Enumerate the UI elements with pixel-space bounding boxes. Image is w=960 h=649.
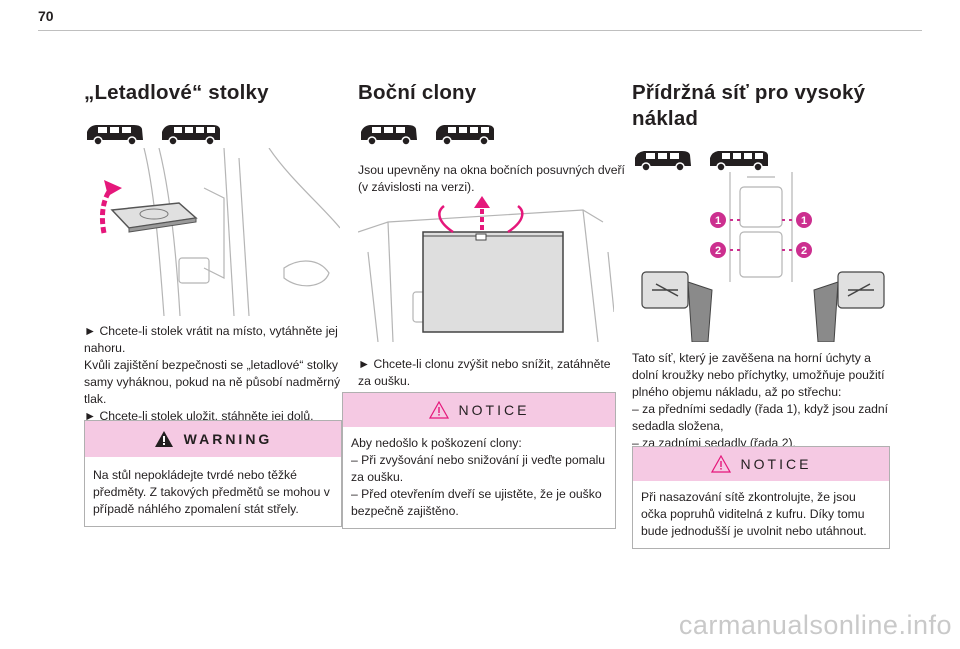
notice-box-net: NOTICE Při nasazování sítě zkontrolujte,… <box>632 446 890 549</box>
marker-1-left: 1 <box>715 215 721 227</box>
section-title-net: Přídržná síť pro vysoký náklad <box>632 81 866 130</box>
markers <box>710 212 812 258</box>
warning-title: WARNING <box>183 431 273 447</box>
section-title-tables: „Letadlové“ stolky <box>84 81 269 104</box>
notice-triangle-icon <box>710 455 731 473</box>
tables-step-raise: ► Chcete-li stolek vrátit na místo, vytá… <box>84 324 338 355</box>
van-short-icon <box>361 125 417 146</box>
watermark: carmanualsonline.info <box>678 610 952 640</box>
van-short-icon <box>635 151 691 172</box>
warning-box: WARNING Na stůl nepokládejte tvrdé nebo … <box>84 420 342 527</box>
side-blind-illustration <box>358 196 614 342</box>
notice-title: NOTICE <box>740 456 812 472</box>
section-title-blinds: Boční clony <box>358 81 477 104</box>
tables-step-stow: ► Chcete-li stolek uložit, stáhněte jej … <box>84 409 314 423</box>
marker-1-right: 1 <box>801 215 807 227</box>
warning-header: WARNING <box>85 421 341 457</box>
marker-2-left: 2 <box>715 245 721 257</box>
up-arrow-icon <box>99 186 114 234</box>
warning-triangle-icon <box>154 431 173 447</box>
column-airplane-tables: „Letadlové“ stolky <box>84 80 356 148</box>
notice-header: NOTICE <box>633 447 889 481</box>
column-cargo-net: Přídržná síť pro vysoký náklad <box>632 80 894 174</box>
curve-arrow-left-icon <box>438 205 454 234</box>
notice-header: NOTICE <box>343 393 615 427</box>
airplane-table-illustration <box>99 148 340 316</box>
column-side-blinds: Boční clony Jsou upevněny na okna bočníc… <box>358 80 630 196</box>
curve-arrow-right-icon <box>507 205 524 234</box>
vehicle-icons-2 <box>358 120 630 148</box>
tables-instructions: ► Chcete-li stolek vrátit na místo, vytá… <box>84 323 346 425</box>
van-long-icon <box>436 125 494 146</box>
vehicle-icons <box>84 120 356 148</box>
blinds-instruction: ► Chcete-li clonu zvýšit nebo snížit, za… <box>358 357 611 388</box>
van-short-icon <box>87 125 143 146</box>
notice-title: NOTICE <box>458 402 530 418</box>
net-description: Tato síť, který je zavěšena na horní úch… <box>632 351 889 450</box>
marker-2-right: 2 <box>801 245 807 257</box>
warning-text: Na stůl nepokládejte tvrdé nebo těžké př… <box>93 468 330 516</box>
header-rule <box>38 30 922 31</box>
notice-text: Při nasazování sítě zkontrolujte, že jso… <box>641 490 867 538</box>
cargo-net-illustration: 1 1 2 2 <box>641 172 885 342</box>
blinds-intro: Jsou upevněny na okna bočních posuvných … <box>358 163 625 194</box>
notice-triangle-icon <box>428 401 449 419</box>
van-long-icon <box>710 151 768 172</box>
van-long-icon <box>162 125 220 146</box>
tables-safety-note: Kvůli zajištění bezpečnosti se „letadlov… <box>84 358 341 406</box>
notice-text: Aby nedošlo k poškození clony: – Při zvy… <box>351 436 606 518</box>
page-number: 70 <box>38 8 54 24</box>
vehicle-icons-3 <box>632 146 894 174</box>
notice-box-blinds: NOTICE Aby nedošlo k poškození clony: – … <box>342 392 616 529</box>
